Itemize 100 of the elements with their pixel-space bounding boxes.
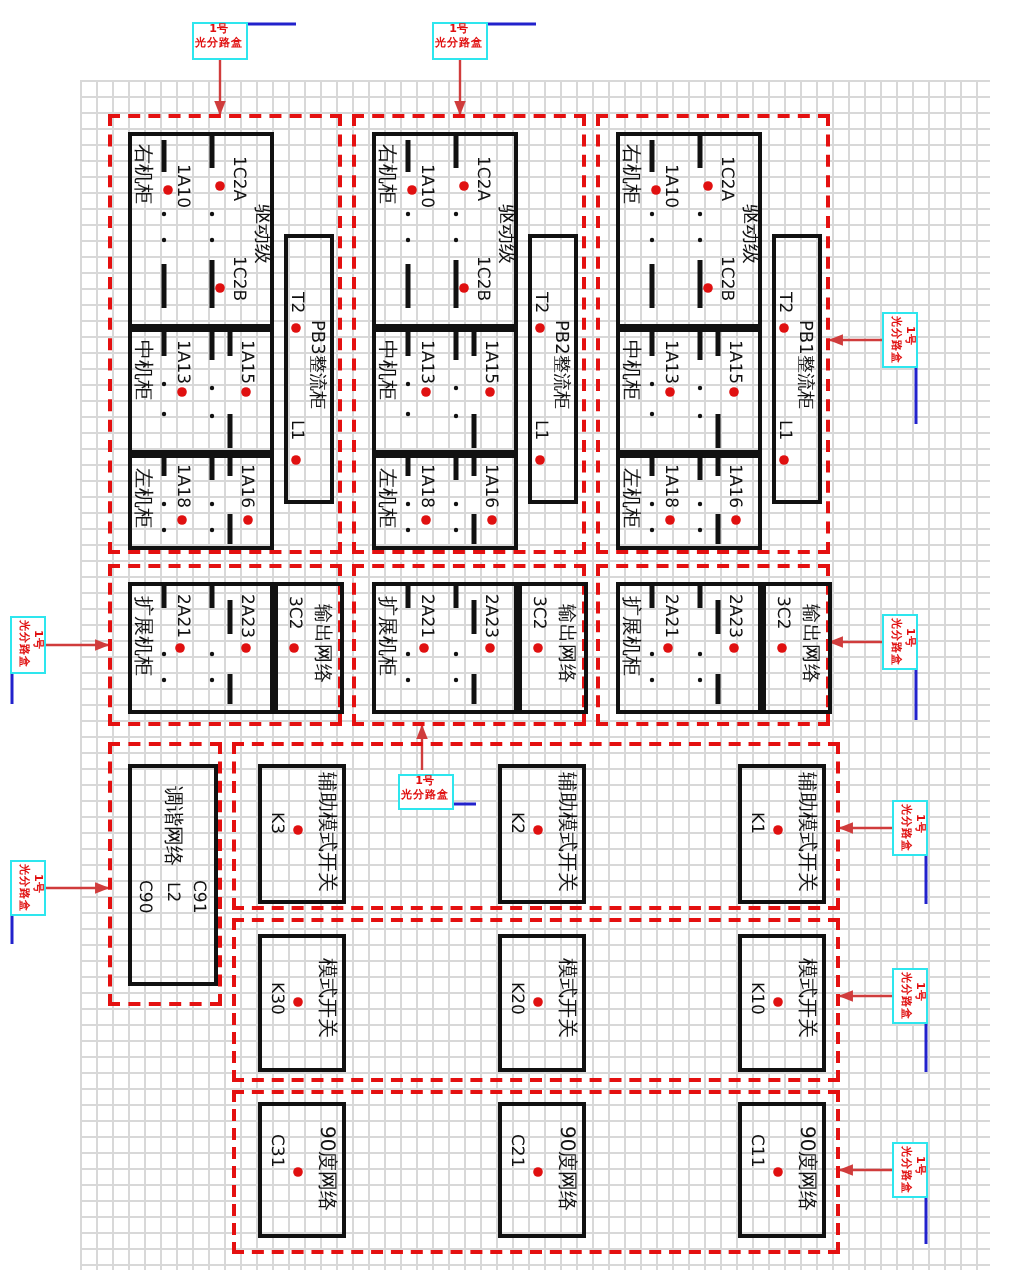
terminal-label: 3C2 <box>772 595 790 629</box>
cabinet-label: 扩展机柜 <box>131 595 151 675</box>
cabinet-box <box>498 1102 586 1238</box>
terminal-label: 2A21 <box>172 593 190 638</box>
cabinet-box <box>274 582 344 714</box>
callout-tag <box>10 860 46 916</box>
cabinet-label: 辅助模式开关 <box>315 771 335 891</box>
arrow <box>46 882 110 894</box>
cabinet-label: 扩展机柜 <box>619 595 639 675</box>
cabinet-box <box>518 582 588 714</box>
cabinet-label: 右机柜 <box>131 143 151 203</box>
terminal-label: 1A16 <box>480 463 498 508</box>
terminal-label: 2A23 <box>724 593 742 638</box>
terminal-label: C91 <box>188 879 206 913</box>
arrow <box>838 822 892 834</box>
zone-boundary <box>596 564 830 726</box>
arrow <box>416 724 428 770</box>
terminal-label: 1C2B <box>228 255 246 301</box>
cabinet-label: 90度网络 <box>795 1125 815 1211</box>
cabinet-label: PB3整流柜 <box>306 319 324 408</box>
cabinet-box <box>372 454 518 550</box>
cabinet-box <box>772 234 822 504</box>
terminal-label: 1C2A <box>716 155 734 201</box>
cabinet-box <box>616 328 762 454</box>
terminal-label: L1 <box>530 419 548 440</box>
terminal-label: 1A15 <box>236 339 254 384</box>
cabinet-box <box>372 132 518 328</box>
terminal-label: C11 <box>746 1133 764 1167</box>
arrow <box>838 990 892 1002</box>
terminal-label: 1C2A <box>472 155 490 201</box>
terminal-label: 2A21 <box>416 593 434 638</box>
cabinet-label: 左机柜 <box>619 467 639 527</box>
cabinet-box <box>498 934 586 1072</box>
terminal-label: 2A21 <box>660 593 678 638</box>
cabinet-box <box>128 328 274 454</box>
cabinet-label: 调谐网络 <box>161 785 181 865</box>
callout-tag <box>882 312 918 368</box>
cabinet-box <box>738 764 826 904</box>
zone-boundary <box>232 918 840 1082</box>
cabinet-label: 右机柜 <box>375 143 395 203</box>
zone-boundary <box>232 1090 840 1254</box>
cabinet-label: 右机柜 <box>619 143 639 203</box>
terminal-label: 1A13 <box>172 339 190 384</box>
cabinet-box <box>372 328 518 454</box>
cabinet-label: PB2整流柜 <box>550 319 568 408</box>
callout-tag <box>192 22 248 60</box>
terminal-label: L1 <box>774 419 792 440</box>
terminal-label: K2 <box>506 811 524 833</box>
cabinet-box <box>762 582 832 714</box>
cabinet-box <box>258 934 346 1072</box>
cabinet-label: 辅助模式开关 <box>795 771 815 891</box>
terminal-label: K1 <box>746 811 764 833</box>
cabinet-label: 模式开关 <box>555 957 575 1037</box>
terminal-label: 3C2 <box>528 595 546 629</box>
callout-tag <box>892 800 928 856</box>
zone-boundary <box>232 742 840 910</box>
cabinet-box <box>738 1102 826 1238</box>
terminal-label: T2 <box>286 291 304 313</box>
terminal-label: C31 <box>266 1133 284 1167</box>
terminal-label: K30 <box>266 981 284 1014</box>
arrow <box>214 60 226 116</box>
callout-tag <box>882 614 918 670</box>
callout-tag <box>398 774 454 810</box>
zone-boundary <box>352 564 586 726</box>
cabinet-label: PB1整流柜 <box>794 319 812 408</box>
cabinet-label: 辅助模式开关 <box>555 771 575 891</box>
cabinet-label: 模式开关 <box>315 957 335 1037</box>
cabinet-label: 中机柜 <box>375 339 395 399</box>
terminal-label: L2 <box>162 881 180 902</box>
zone-boundary <box>108 742 222 1006</box>
terminal-label: 1A18 <box>416 463 434 508</box>
terminal-label: 1A10 <box>172 163 190 208</box>
cabinet-label: 输出网络 <box>799 603 819 683</box>
cabinet-label: 90度网络 <box>315 1125 335 1211</box>
terminal-label: 2A23 <box>480 593 498 638</box>
terminal-label: 1A13 <box>660 339 678 384</box>
arrow <box>454 60 466 116</box>
terminal-label: 1A10 <box>660 163 678 208</box>
terminal-label: T2 <box>774 291 792 313</box>
terminal-label: 1A16 <box>724 463 742 508</box>
arrow <box>46 639 110 651</box>
terminal-label: K20 <box>506 981 524 1014</box>
terminal-label: 1A18 <box>660 463 678 508</box>
cabinet-box <box>616 582 762 714</box>
cabinet-box <box>616 132 762 328</box>
terminal-label: 1C2B <box>472 255 490 301</box>
callout-tag <box>10 616 46 674</box>
cabinet-label: 输出网络 <box>311 603 331 683</box>
cabinet-label: 中机柜 <box>131 339 151 399</box>
terminal-label: 1A18 <box>172 463 190 508</box>
cabinet-box <box>128 764 218 986</box>
terminal-label: 3C2 <box>284 595 302 629</box>
terminal-label: 1A16 <box>236 463 254 508</box>
cabinet-box <box>738 934 826 1072</box>
zone-boundary <box>108 114 342 554</box>
terminal-label: 1A15 <box>724 339 742 384</box>
terminal-label: C90 <box>134 879 152 913</box>
callout-tag <box>432 22 488 60</box>
cabinet-box <box>128 132 274 328</box>
arrow <box>828 334 882 346</box>
